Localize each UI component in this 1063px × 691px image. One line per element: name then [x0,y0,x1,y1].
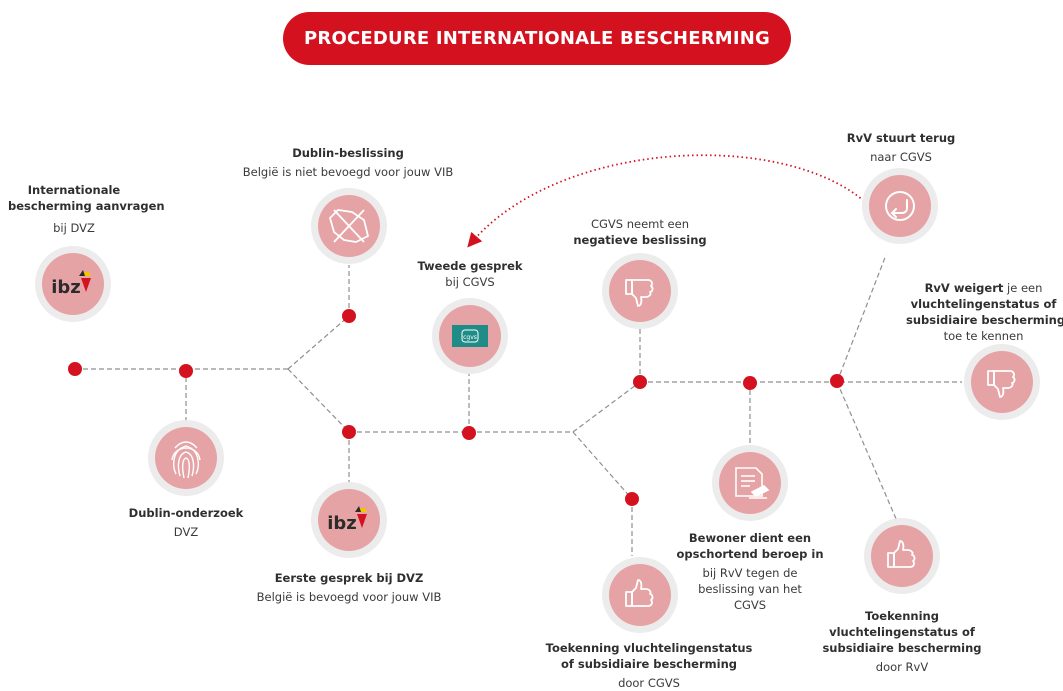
thumbs-up-icon [887,540,916,568]
step-node-cgvs-negatief [602,253,678,329]
junction-dot [625,492,639,506]
thumbs-down-icon [625,279,654,307]
label-toekenning-rvv: Toekenning vluchtelingenstatus of subsid… [822,609,982,674]
label-rvv-terug: RvV stuurt terug naar CGVS [846,131,956,164]
step-node-rvv-weigert [964,344,1040,420]
label-toekenning-cgvs: Toekenning vluchtelingenstatus of subsid… [545,641,753,690]
junction-dot [743,376,757,390]
label-rvv-weigert: RvV weigert je een vluchtelingenstatus o… [906,281,1063,343]
junction-dot [462,426,476,440]
label-beroep: Bewoner dient een opschortend beroep in … [676,531,824,612]
svg-text:ibz: ibz [327,513,357,534]
thumbs-up-icon [625,579,654,607]
junction-dot [633,375,647,389]
ibz-logo-icon: ibz [51,270,91,298]
label-tweede-gesprek: Tweede gesprek bij CGVS [417,259,523,289]
rvv-weigert-rest: je een [1003,281,1043,295]
step-node-toekenning-cgvs [602,557,678,633]
label-dublin-onderzoek: Dublin-onderzoek DVZ [128,506,244,539]
junction-dot [342,309,356,323]
junction-dots [68,309,844,506]
label-cgvs-negatief: CGVS neemt een negatieve beslissing [573,217,707,247]
thumbs-down-icon [987,370,1016,398]
svg-text:ibz: ibz [51,277,81,298]
ibz-logo-icon: ibz [327,506,367,534]
step-node-rvv-terug [862,168,938,244]
crossed-belgium-map-icon [328,209,370,243]
cgvs-logo-icon: cgvs [452,325,488,347]
label-aanvragen: Internationale bescherming aanvragen bij… [8,183,165,235]
step-node-eerste-gesprek [311,482,387,558]
junction-dot [68,362,82,376]
label-dublin-beslissing: Dublin-beslissing België is niet bevoegd… [242,146,454,179]
junction-dot [342,425,356,439]
junction-dot [830,374,844,388]
label-eerste-gesprek: Eerste gesprek bij DVZ België is bevoegd… [256,571,442,604]
step-node-aanvragen [35,246,111,322]
return-arrow-icon [885,191,915,221]
rvv-weigert-bold: RvV weigert [924,281,1004,295]
step-node-beroep [712,445,788,521]
step-node-toekenning-rvv [864,518,940,594]
document-appeal-icon [735,467,770,499]
junction-dot [179,364,193,378]
diagram-title: PROCEDURE INTERNATIONALE BESCHERMING [283,12,791,65]
svg-text:cgvs: cgvs [463,334,477,341]
fingerprint-icon [171,441,201,479]
